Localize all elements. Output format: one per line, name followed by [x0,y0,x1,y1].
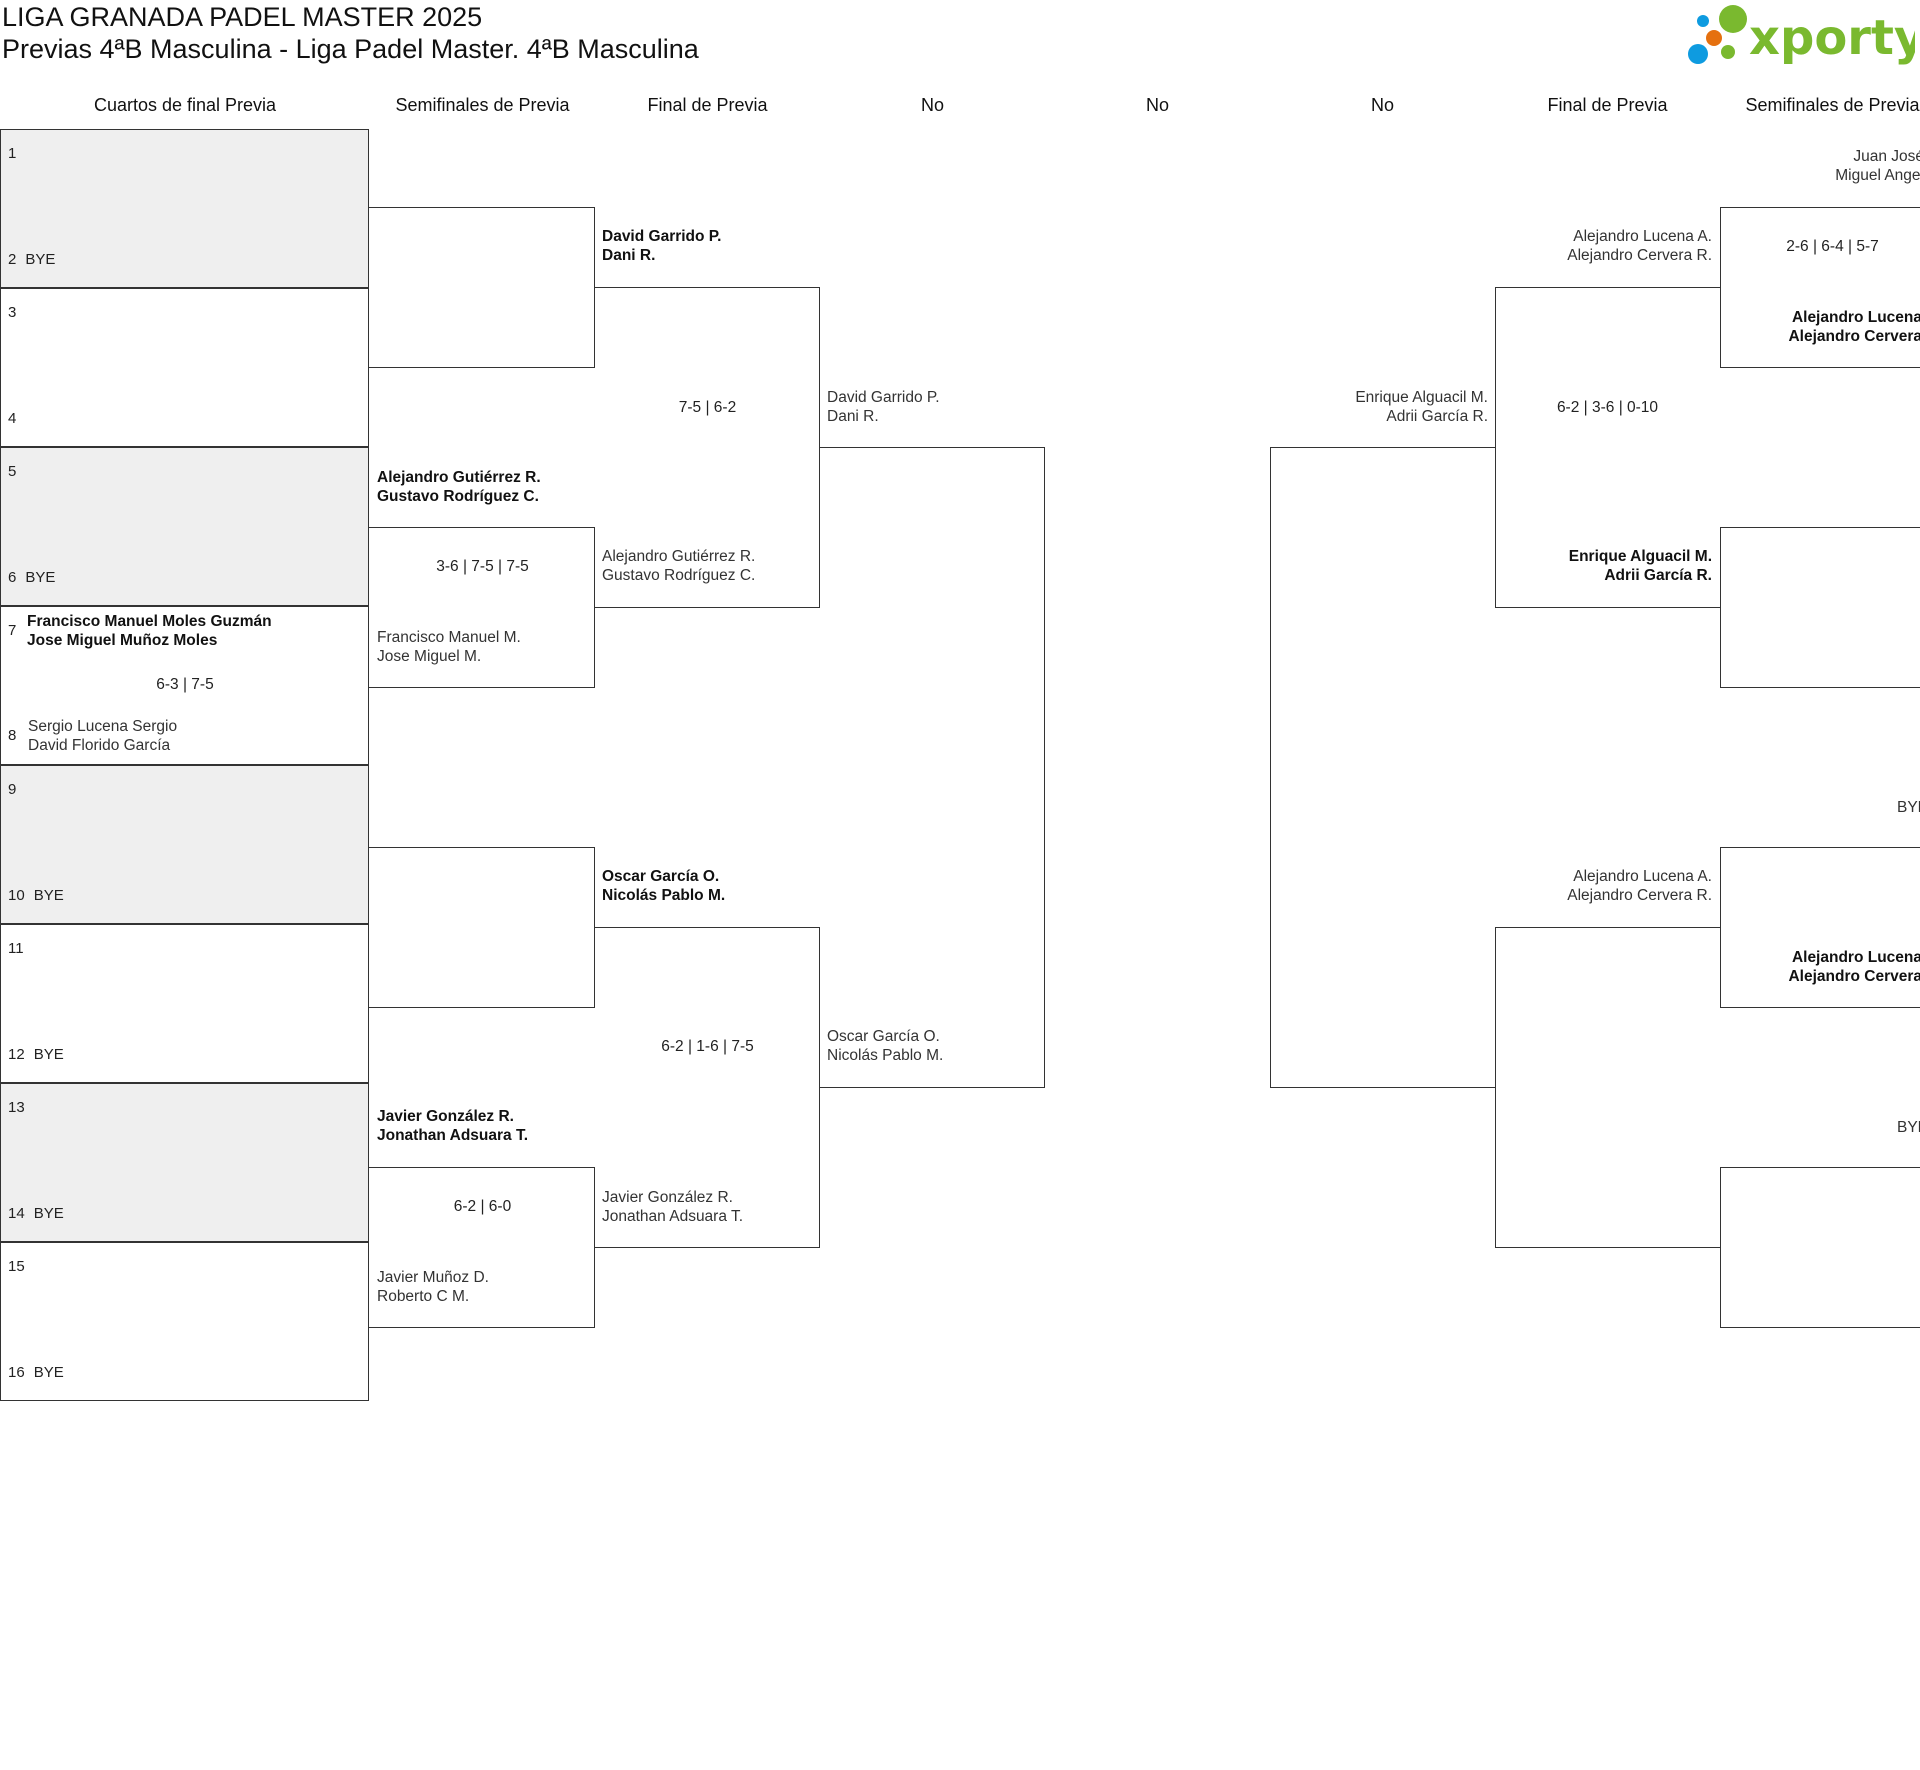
slot-number: 15 [8,1258,25,1275]
match-score: 6-3 | 7-5 [156,676,214,693]
match-box-semis-left-3[interactable] [369,847,595,1008]
column-header-no-2: No [1145,95,1169,115]
match-score: 3-6 | 7-5 | 7-5 [436,558,529,575]
match-score: 7-5 | 6-2 [678,399,737,416]
team-final-left[interactable]: Oscar García O.Nicolás Pablo M. [602,868,726,904]
column-header-semis-right: Semifinales de Previa [1745,95,1920,115]
team-final-left[interactable]: Javier González R.Jonathan Adsuara T. [602,1189,744,1225]
team-no-left[interactable]: Oscar García O.Nicolás Pablo M. [827,1028,944,1064]
draw-subtitle: Previas 4ªB Masculina - Liga Padel Maste… [2,34,699,64]
match-score: 6-2 | 3-6 | 0-10 [1556,399,1659,416]
match-score: 6-2 | 1-6 | 7-5 [661,1038,754,1055]
match-box-r1-1[interactable] [0,129,369,288]
column-header-final-left: Final de Previa [647,95,768,115]
match-box-r1-5[interactable] [0,765,369,924]
bye-label: BYE [25,251,56,268]
match-box-semis-right-3[interactable] [1720,847,1920,1008]
column-header-semis-left: Semifinales de Previa [395,95,570,115]
team-final-right[interactable]: Enrique Alguacil M.Adrii García R. [1568,548,1712,584]
bye-label: BYE [33,1364,64,1381]
column-header-cuartos: Cuartos de final Previa [93,95,277,115]
bye-label: BYE [33,1046,64,1063]
column-header-no-1: No [920,95,944,115]
match-box-r1-6[interactable] [0,924,369,1083]
match-box-r1-3[interactable] [0,447,369,606]
team-semis-left[interactable]: Alejandro Gutiérrez R.Gustavo Rodríguez … [377,469,541,505]
tournament-title: LIGA GRANADA PADEL MASTER 2025 [2,2,483,32]
slot-number: 8 [8,727,17,744]
match-box-r1-8[interactable] [0,1242,369,1401]
team-no-right[interactable]: Enrique Alguacil M.Adrii García R. [1355,389,1488,425]
bye-label: BYE [33,1205,64,1222]
slot-number: 9 [8,781,17,798]
team-semis-right-bye: BYE [1896,1119,1920,1136]
slot-number: 3 [8,304,17,321]
match-box-r1-4[interactable] [0,606,369,765]
column-header-no-3: No [1370,95,1394,115]
xporty-logo: xporty [1688,5,1915,66]
match-box-semis-right-2[interactable] [1720,527,1920,688]
column-header-final-right: Final de Previa [1547,95,1668,115]
match-box-semis-right-1[interactable] [1720,207,1920,368]
bye-label: BYE [33,887,64,904]
team-semis-left[interactable]: Javier González R.Jonathan Adsuara T. [377,1108,529,1144]
match-box-r1-2[interactable] [0,288,369,447]
match-box-final-right-1[interactable] [1495,287,1721,608]
team-no-left[interactable]: David Garrido P.Dani R. [827,389,940,425]
slot-number: 11 [8,940,24,957]
team-final-right[interactable]: Alejandro Lucena A.Alejandro Cervera R. [1567,228,1712,264]
svg-text:xporty: xporty [1749,10,1915,66]
team-semis-left[interactable]: Javier Muñoz D.Roberto C M. [377,1269,489,1305]
slot-number: 4 [8,410,17,427]
slot-number: 7 [8,622,17,639]
match-box-no-right[interactable] [1270,447,1496,1088]
match-box-semis-right-4[interactable] [1720,1167,1920,1328]
slot-number: 5 [8,463,17,480]
slot-number: 13 [8,1099,25,1116]
team-semis-right-bye: BYE [1896,799,1920,816]
match-box-final-right-2[interactable] [1495,927,1721,1248]
match-score: 2-6 | 6-4 | 5-7 [1786,238,1879,255]
bye-label: BYE [25,569,56,586]
team-semis-left[interactable]: Francisco Manuel M.Jose Miguel M. [377,629,521,665]
team-final-right[interactable]: Alejandro Lucena A.Alejandro Cervera R. [1567,868,1712,904]
match-box-semis-left-1[interactable] [369,207,595,368]
match-score: 6-2 | 6-0 [453,1198,512,1215]
slot-number: 1 [8,145,17,162]
team-final-left[interactable]: David Garrido P.Dani R. [602,228,722,264]
match-box-r1-7[interactable] [0,1083,369,1242]
match-box-no-left[interactable] [819,447,1045,1088]
team-final-left[interactable]: Alejandro Gutiérrez R.Gustavo Rodríguez … [602,548,756,584]
